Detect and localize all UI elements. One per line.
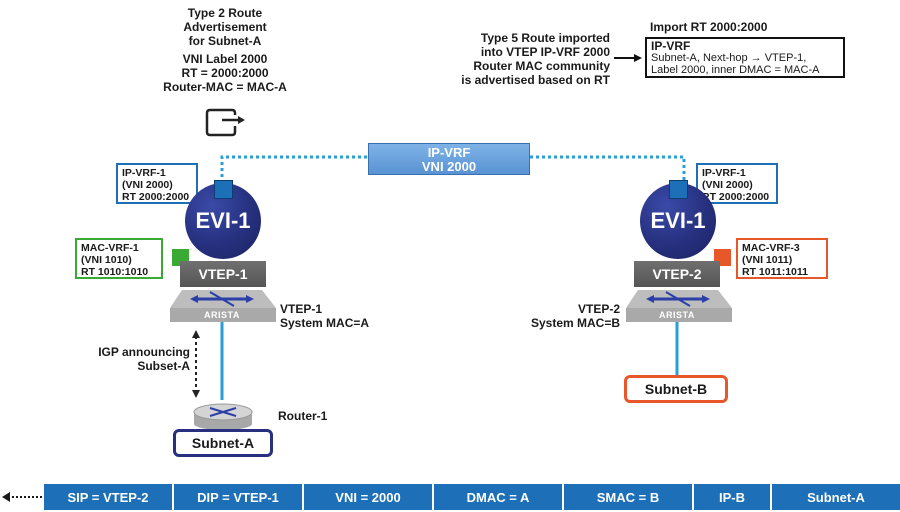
type2-route-text: Type 2 Route Advertisement for Subnet-A … (163, 6, 287, 94)
ipvrf-vni-banner: IP-VRF VNI 2000 (368, 143, 530, 175)
vtep-2-label: VTEP-2 System MAC=B (530, 302, 620, 330)
packet-field-vni: VNI = 2000 (304, 484, 434, 510)
right-ipvrf-link (530, 155, 686, 183)
router-1-label: Router-1 (278, 409, 328, 423)
igp-label: IGP announcing Subset-A (98, 345, 190, 373)
vtep-2-box: VTEP-2 (634, 261, 720, 287)
ipvrf-route-box: IP-VRF Subnet-A, Next-hop → VTEP-1, Labe… (645, 37, 845, 78)
vtep2-switch (626, 290, 732, 322)
right-macvrf-box: MAC-VRF-3 (VNI 1011) RT 1011:1011 (736, 238, 828, 279)
vtep-1-label: VTEP-1 System MAC=A (280, 302, 370, 330)
packet-field-subnet: Subnet-A (772, 484, 900, 510)
left-brand-label: ARISTA (204, 310, 240, 320)
left-macvrf-box: MAC-VRF-1 (VNI 1010) RT 1010:1010 (75, 238, 163, 279)
vtep1-switch (170, 290, 276, 322)
packet-header: SIP = VTEP-2 DIP = VTEP-1 VNI = 2000 DMA… (44, 484, 900, 510)
router-1-icon (193, 403, 253, 430)
packet-field-dip: DIP = VTEP-1 (174, 484, 304, 510)
packet-field-ip: IP-B (694, 484, 772, 510)
packet-field-dmac: DMAC = A (434, 484, 564, 510)
left-ipvrf-square (214, 180, 233, 199)
packet-field-sip: SIP = VTEP-2 (44, 484, 174, 510)
left-ipvrf-link (220, 155, 368, 183)
subnet-b-box: Subnet-B (624, 375, 728, 403)
packet-field-smac: SMAC = B (564, 484, 694, 510)
export-icon (205, 108, 245, 137)
type5-route-text: Type 5 Route imported into VTEP IP-VRF 2… (461, 31, 610, 87)
right-ipvrf-square (669, 180, 688, 199)
right-brand-label: ARISTA (659, 310, 695, 320)
packet-direction-arrow (2, 492, 42, 502)
import-rt-label: Import RT 2000:2000 (650, 20, 768, 34)
left-ipvrf-box: IP-VRF-1 (VNI 2000) RT 2000:2000 (116, 163, 198, 204)
subnet-a-box: Subnet-A (173, 429, 273, 457)
right-ipvrf-box: IP-VRF-1 (VNI 2000) RT 2000:2000 (696, 163, 778, 204)
vtep-1-box: VTEP-1 (180, 261, 266, 287)
